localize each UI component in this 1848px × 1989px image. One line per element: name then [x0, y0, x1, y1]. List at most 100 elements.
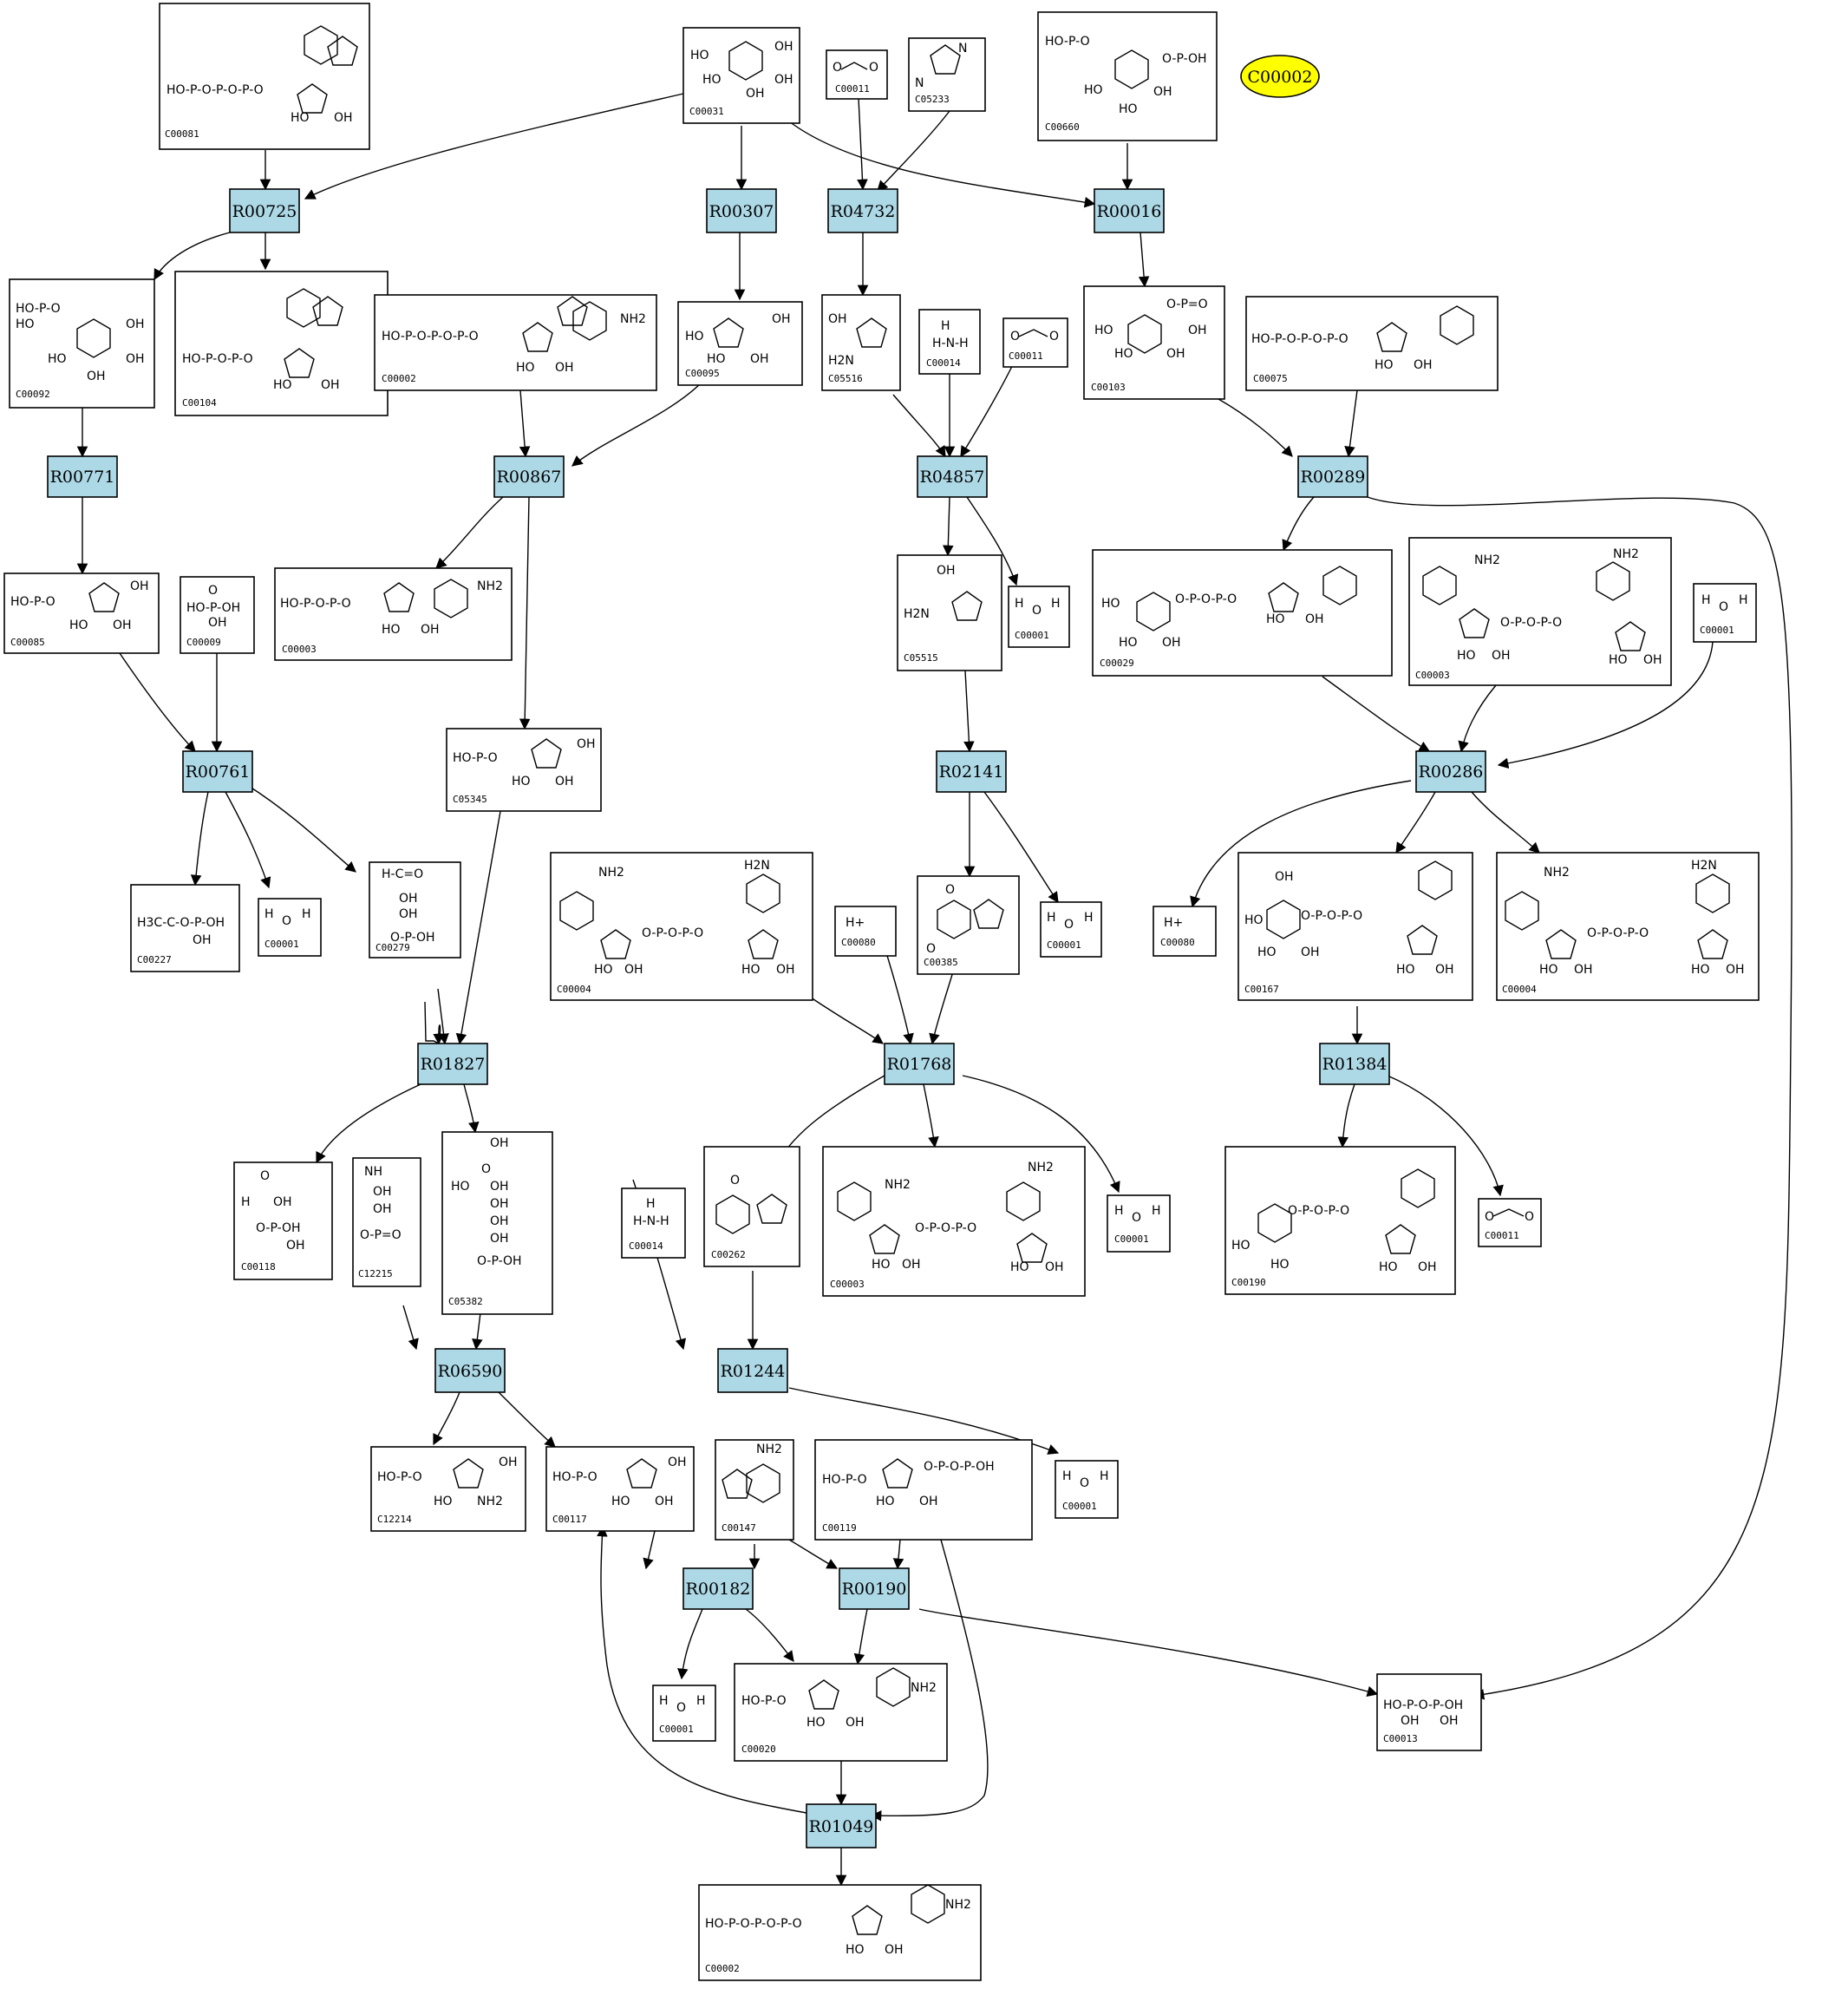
highlight-node-C00002[interactable]: C00002 [1240, 55, 1320, 98]
reaction-R00016[interactable]: R00016 [1094, 188, 1165, 233]
svg-text:C00014: C00014 [629, 1240, 663, 1252]
reaction-R00289[interactable]: R00289 [1297, 455, 1368, 498]
reaction-R00761[interactable]: R00761 [182, 750, 253, 793]
reaction-R00725[interactable]: R00725 [229, 188, 300, 233]
compound-C00080-b[interactable]: H+ C00080 [1153, 906, 1217, 957]
svg-text:HO-P-O: HO-P-O [741, 1694, 787, 1708]
svg-text:OH: OH [655, 1495, 674, 1508]
compound-C00147[interactable]: NH2 C00147 [715, 1439, 794, 1541]
svg-text:OH: OH [937, 564, 956, 578]
svg-text:HO: HO [741, 963, 761, 977]
reaction-R00286[interactable]: R00286 [1415, 750, 1486, 793]
compound-C00080-a[interactable]: H+ C00080 [834, 906, 897, 957]
reaction-R00771[interactable]: R00771 [47, 455, 118, 498]
reaction-R00307[interactable]: R00307 [706, 188, 777, 233]
svg-text:C00004: C00004 [1502, 984, 1537, 995]
reaction-R04857[interactable]: R04857 [917, 455, 988, 498]
reaction-R00867[interactable]: R00867 [493, 455, 565, 498]
svg-text:O: O [1525, 1210, 1534, 1224]
compound-C00014-b[interactable]: HH-N-H C00014 [621, 1188, 686, 1259]
compound-C00014-top[interactable]: HH-N-H C00014 [918, 309, 981, 375]
reaction-R01049[interactable]: R01049 [806, 1803, 877, 1848]
svg-text:N: N [915, 76, 924, 90]
reaction-R01384[interactable]: R01384 [1319, 1043, 1390, 1085]
reaction-R06590[interactable]: R06590 [434, 1348, 506, 1393]
reaction-R00190[interactable]: R00190 [839, 1567, 910, 1610]
svg-text:HO: HO [273, 378, 292, 392]
svg-text:OH: OH [193, 933, 212, 947]
svg-text:NH2: NH2 [756, 1443, 782, 1456]
svg-text:O: O [869, 61, 878, 75]
reaction-R01827[interactable]: R01827 [417, 1043, 488, 1085]
svg-text:O-P-O-P-OH: O-P-O-P-OH [924, 1460, 995, 1474]
reaction-R04732[interactable]: R04732 [827, 188, 898, 233]
svg-text:O: O [1132, 1211, 1141, 1225]
reaction-R01768[interactable]: R01768 [884, 1043, 955, 1085]
reaction-R01244[interactable]: R01244 [717, 1348, 788, 1393]
svg-text:HO: HO [1094, 324, 1113, 337]
svg-text:H: H [696, 1694, 706, 1708]
compound-C05233[interactable]: NN C05233 [908, 37, 986, 112]
svg-text:HO: HO [702, 73, 722, 87]
svg-text:C00002: C00002 [1248, 68, 1313, 87]
reaction-R00182[interactable]: R00182 [682, 1567, 754, 1610]
svg-text:R00190: R00190 [842, 1580, 907, 1599]
compound-C00262[interactable]: O C00262 [703, 1146, 800, 1267]
svg-text:OH: OH [577, 737, 596, 751]
svg-text:O: O [926, 942, 936, 956]
svg-text:OH: OH [87, 370, 106, 383]
svg-text:HO-P-O-P-O: HO-P-O-P-O [280, 597, 351, 611]
svg-text:R02141: R02141 [939, 762, 1004, 782]
svg-text:HO-P-O-P-OH: HO-P-O-P-OH [1383, 1698, 1463, 1712]
svg-text:O: O [282, 914, 291, 928]
svg-text:C00104: C00104 [182, 397, 217, 409]
svg-text:R00867: R00867 [497, 468, 562, 487]
compound-C00385[interactable]: OO C00385 [917, 875, 1020, 975]
reaction-R02141[interactable]: R02141 [936, 750, 1007, 793]
svg-text:OH: OH [126, 352, 145, 366]
